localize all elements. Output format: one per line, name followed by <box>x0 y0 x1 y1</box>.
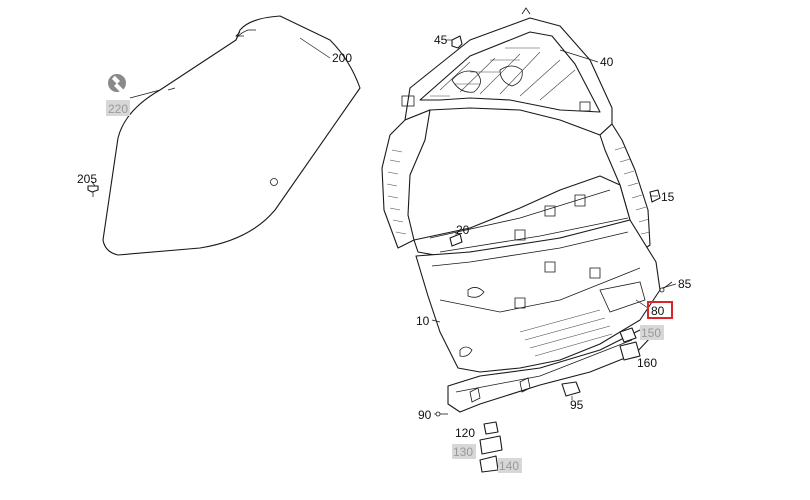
connector-140[interactable] <box>479 455 499 473</box>
clip-150[interactable] <box>619 327 637 343</box>
callout-160[interactable]: 160 <box>637 356 657 370</box>
callout-10[interactable]: 10 <box>416 314 430 328</box>
callout-45[interactable]: 45 <box>434 33 448 47</box>
callout-40[interactable]: 40 <box>600 55 614 69</box>
switch-95[interactable] <box>561 381 581 397</box>
callout-labels: 200 220 205 45 40 15 20 85 80 150 160 10… <box>77 33 692 473</box>
callout-205[interactable]: 205 <box>77 172 97 186</box>
callout-90[interactable]: 90 <box>418 408 432 422</box>
lower-trim-panel[interactable] <box>415 219 661 373</box>
callout-85[interactable]: 85 <box>678 277 692 291</box>
callout-120[interactable]: 120 <box>455 426 475 440</box>
screw-90[interactable] <box>435 411 448 417</box>
wrench-icon[interactable] <box>108 74 126 93</box>
upper-trim-panel[interactable] <box>401 7 613 136</box>
callout-15[interactable]: 15 <box>661 190 675 204</box>
left-side-trim[interactable] <box>381 109 431 249</box>
callout-95[interactable]: 95 <box>570 398 584 412</box>
rear-window-glass[interactable] <box>102 15 361 256</box>
callout-20[interactable]: 20 <box>456 223 470 237</box>
connector-120[interactable] <box>483 421 499 435</box>
clip-45[interactable] <box>451 35 463 49</box>
clip-20[interactable] <box>449 233 463 247</box>
clip-160[interactable] <box>619 341 641 361</box>
connector-130[interactable] <box>479 435 503 455</box>
callout-80[interactable]: 80 <box>651 304 665 318</box>
callout-130[interactable]: 130 <box>453 445 473 459</box>
callout-150[interactable]: 150 <box>641 326 661 340</box>
leader-lines <box>91 37 677 415</box>
callout-220[interactable]: 220 <box>108 102 128 116</box>
clip-205[interactable] <box>87 185 99 197</box>
callout-200[interactable]: 200 <box>332 51 352 65</box>
callout-140[interactable]: 140 <box>499 459 519 473</box>
